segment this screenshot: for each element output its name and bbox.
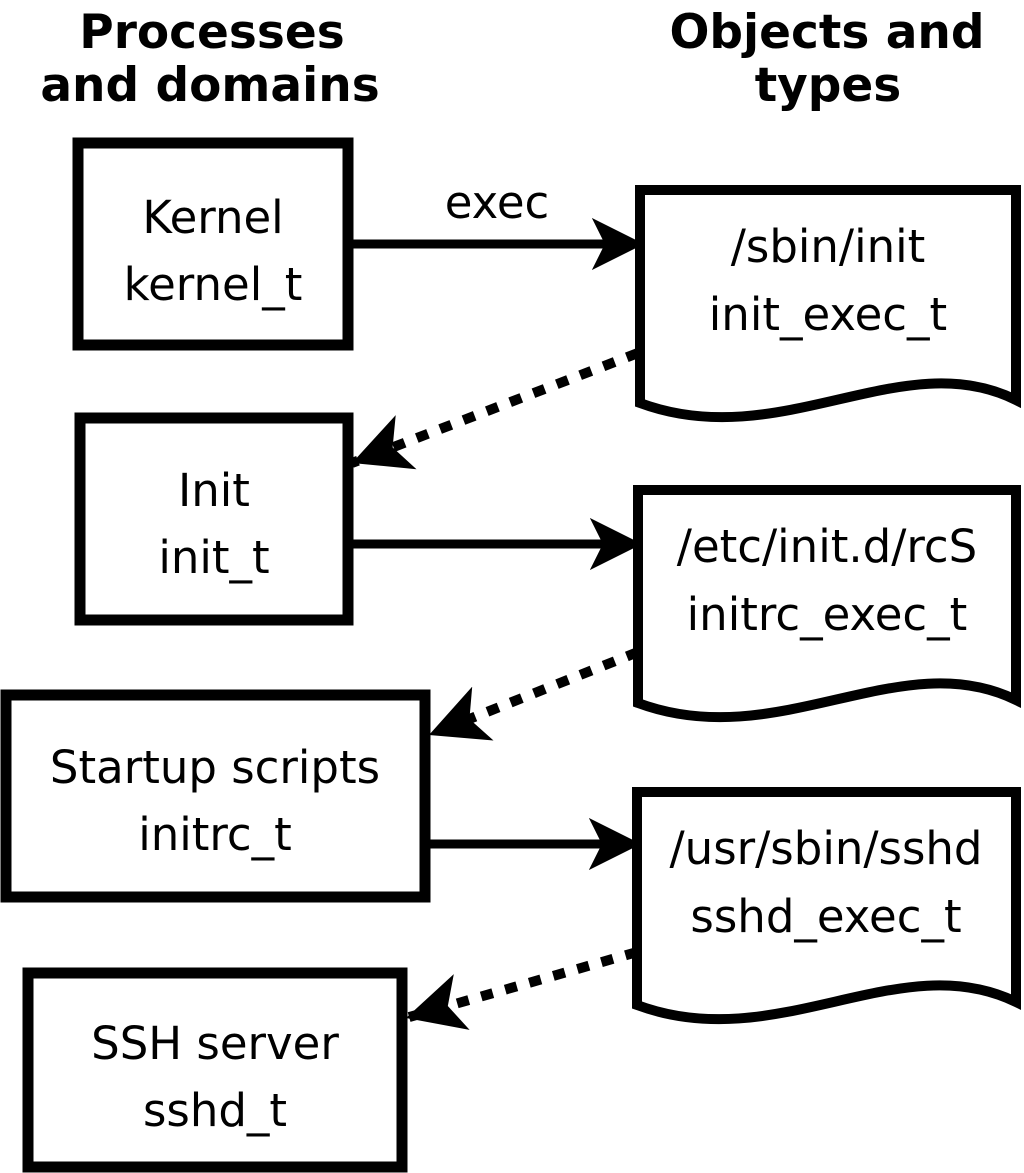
sbin-init-doc-line1: /sbin/init — [731, 220, 926, 273]
ssh-server-box-line2: sshd_t — [143, 1084, 287, 1137]
process-box-kernel: Kernel kernel_t — [72, 137, 354, 351]
column-header-objects: Objects and types — [669, 5, 984, 113]
usr-sbin-sshd-doc-shape — [632, 787, 1021, 1025]
object-doc-etc-initd-rcs: /etc/init.d/rcS initrc_exec_t — [633, 485, 1021, 723]
exec-arrow-label: exec — [445, 176, 550, 229]
startup-scripts-box-shape — [0, 689, 431, 903]
kernel-box-shape — [72, 137, 354, 351]
dotted-arrow-init-exec-to-init — [350, 348, 640, 470]
usr-sbin-sshd-doc-line2: sshd_exec_t — [690, 890, 961, 943]
usr-sbin-sshd-doc-line1: /usr/sbin/sshd — [670, 822, 983, 875]
process-box-startup-scripts: Startup scripts initrc_t — [0, 689, 431, 903]
etc-initd-rcs-doc-shape — [633, 485, 1021, 723]
header-objects-line1: Objects and — [669, 5, 984, 60]
column-header-processes: Processes and domains — [40, 5, 379, 113]
dotted-arrow-initrc-exec-to-startup-scripts — [427, 647, 640, 741]
object-doc-sbin-init: /sbin/init init_exec_t — [635, 185, 1021, 423]
startup-scripts-box-line2: initrc_t — [138, 808, 292, 861]
header-processes-line2: and domains — [40, 58, 379, 113]
ssh-server-box-shape — [22, 967, 408, 1173]
dotted-arrow-sshd-exec-to-ssh-server — [404, 947, 639, 1030]
init-box-shape — [74, 412, 354, 626]
sbin-init-doc-shape — [635, 185, 1021, 423]
init-box-line1: Init — [178, 464, 250, 517]
etc-initd-rcs-doc-line1: /etc/init.d/rcS — [677, 520, 977, 573]
process-box-ssh-server: SSH server sshd_t — [22, 967, 408, 1173]
object-doc-usr-sbin-sshd: /usr/sbin/sshd sshd_exec_t — [632, 787, 1021, 1025]
etc-initd-rcs-doc-line2: initrc_exec_t — [687, 588, 968, 641]
startup-scripts-box-line1: Startup scripts — [50, 741, 380, 794]
header-processes-line1: Processes — [79, 5, 344, 60]
ssh-server-box-line1: SSH server — [91, 1017, 339, 1070]
kernel-box-line1: Kernel — [142, 191, 283, 244]
sbin-init-doc-line2: init_exec_t — [709, 288, 947, 341]
init-box-line2: init_t — [158, 531, 269, 584]
process-box-init: Init init_t — [74, 412, 354, 626]
kernel-box-line2: kernel_t — [124, 258, 303, 311]
header-objects-line2: types — [755, 58, 902, 113]
